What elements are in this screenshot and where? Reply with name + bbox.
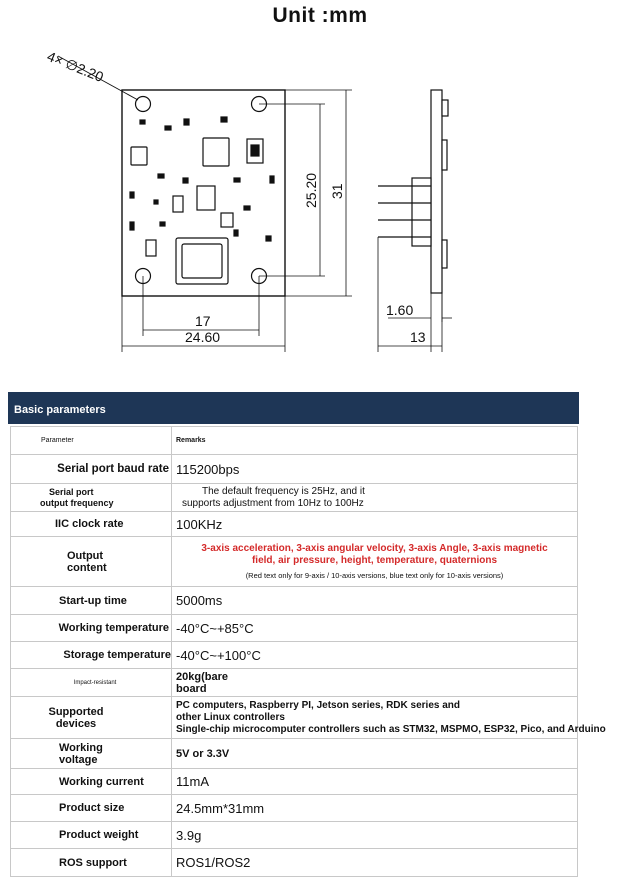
param-cell: Serial port baud rate (11, 455, 172, 483)
table-row: Working temperature -40°C~+85°C (10, 615, 578, 642)
param-cell: Output content (11, 537, 172, 586)
dim-24-60: 24.60 (185, 329, 220, 345)
remark-line: Single-chip microcomputer controllers su… (176, 723, 606, 735)
remark-note: (Red text only for 9-axis / 10-axis vers… (245, 571, 504, 580)
remark-cell: 3-axis acceleration, 3-axis angular velo… (172, 537, 577, 586)
remark-cell: ROS1/ROS2 (176, 855, 251, 870)
table-row: Storage temperature -40°C~+100°C (10, 642, 578, 669)
remark-cell: 11mA (176, 774, 209, 789)
parameters-table: Parameter Remarks Serial port baud rate … (10, 426, 606, 877)
remark-line: PC computers, Raspberry PI, Jetson serie… (176, 699, 460, 711)
dim-13: 13 (410, 329, 426, 345)
dim-31: 31 (329, 183, 345, 199)
remark-cell: PC computers, Raspberry PI, Jetson serie… (172, 697, 606, 738)
table-row: Working current 11mA (10, 769, 578, 795)
table-row: Product size 24.5mm*31mm (10, 795, 578, 822)
table-row: Serial port baud rate 115200bps (10, 455, 578, 484)
param-cell: Product weight (11, 822, 172, 848)
table-header-row: Parameter Remarks (10, 427, 578, 455)
table-row: Working voltage 5V or 3.3V (10, 739, 578, 769)
param-line: content (67, 561, 107, 574)
column-header-parameter: Parameter (11, 427, 172, 454)
remark-cell: 5000ms (176, 593, 223, 608)
remark-cell: 5V or 3.3V (176, 747, 230, 760)
table-row: Impact-resistant 20kg(bare board (10, 669, 578, 697)
mount-hole-tl (134, 95, 152, 113)
param-cell: Working temperature (11, 615, 172, 641)
hole-callout: 4× ∅2.20 (45, 48, 106, 85)
remark-line: The default frequency is 25Hz, and it (202, 485, 365, 497)
table-row: Start-up time 5000ms (10, 587, 578, 615)
param-line: Supported (48, 705, 104, 718)
param-line: devices (55, 717, 97, 730)
remark-line: supports adjustment from 10Hz to 100Hz (182, 497, 364, 509)
table-row: Supported devices PC computers, Raspberr… (10, 697, 606, 739)
table-row: Serial port output frequency The default… (10, 484, 578, 512)
remark-line-red: field, air pressure, height, temperature… (251, 555, 498, 566)
param-cell: Start-up time (11, 587, 172, 614)
remark-line-red: 3-axis acceleration, 3-axis angular velo… (201, 543, 548, 554)
param-cell: Supported devices (11, 697, 172, 738)
remark-cell: The default frequency is 25Hz, and it su… (172, 484, 577, 511)
dim-1-60: 1.60 (386, 302, 413, 318)
unit-title: Unit :mm (272, 4, 368, 27)
param-cell: IIC clock rate (11, 512, 172, 536)
table-row: ROS support ROS1/ROS2 (10, 849, 578, 877)
remark-cell: 115200bps (176, 461, 240, 477)
table-row: Product weight 3.9g (10, 822, 578, 849)
remark-cell: 24.5mm*31mm (176, 800, 265, 816)
dim-25-20: 25.20 (303, 173, 319, 208)
param-cell: Serial port output frequency (11, 484, 172, 511)
remark-cell: -40°C~+100°C (176, 647, 261, 663)
dim-17: 17 (195, 313, 211, 329)
table-row: IIC clock rate 100KHz (10, 512, 578, 537)
param-line: voltage (59, 753, 98, 766)
mechanical-drawing: 4× ∅2.20 25.20 31 (45, 48, 452, 352)
column-header-remarks: Remarks (176, 437, 206, 444)
param-cell: ROS support (11, 849, 172, 876)
remark-line: 20kg(bare (176, 670, 228, 683)
remark-cell: 20kg(bare board (172, 669, 577, 696)
param-cell: Working voltage (11, 739, 172, 768)
param-line: Serial port (49, 486, 94, 497)
table-row: Output content 3-axis acceleration, 3-ax… (10, 537, 578, 587)
remark-line: board (176, 682, 207, 695)
side-view (378, 89, 449, 294)
basic-parameters-header: Basic parameters (8, 392, 579, 424)
param-line: Output (67, 549, 104, 562)
remark-cell: -40°C~+85°C (176, 620, 254, 636)
remark-cell: 3.9g (176, 827, 202, 843)
param-line: Working (59, 741, 103, 754)
param-cell: Impact-resistant (11, 669, 172, 696)
param-cell: Working current (11, 769, 172, 794)
board-components (129, 116, 275, 285)
param-cell: Product size (11, 795, 172, 821)
remark-line: other Linux controllers (176, 711, 285, 723)
param-line: output frequency (40, 497, 114, 508)
param-cell: Storage temperature (11, 642, 172, 668)
remark-cell: 100KHz (176, 516, 223, 532)
